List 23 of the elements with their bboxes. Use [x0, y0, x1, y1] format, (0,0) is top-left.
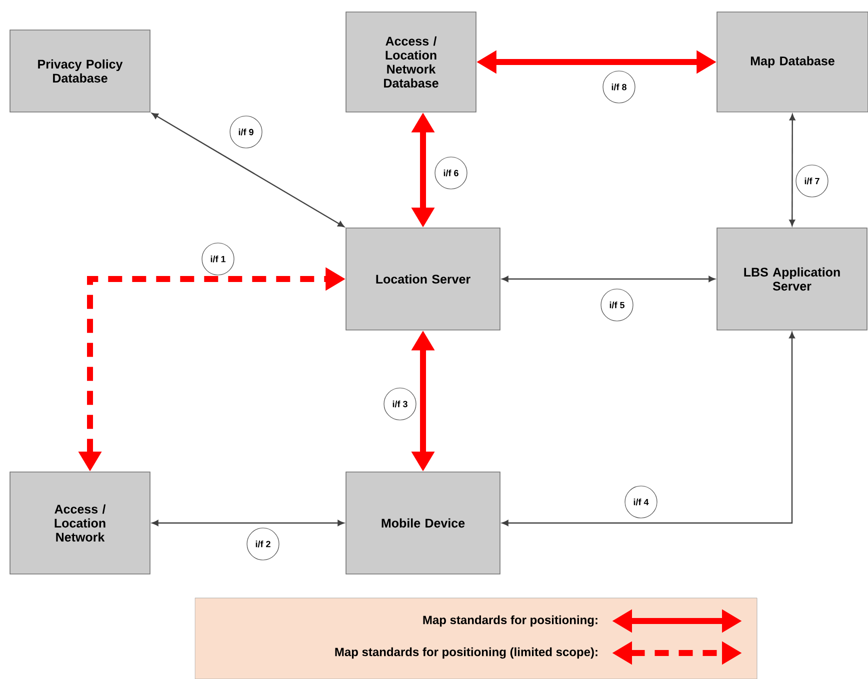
- arrow: [152, 112, 344, 228]
- edge-label: i/f 8: [602, 70, 636, 104]
- process-box: Access / Location Network Database: [346, 12, 476, 112]
- arrow: [152, 520, 344, 526]
- legend-text: Map standards for positioning:: [423, 615, 598, 627]
- edge-label: i/f 1: [202, 242, 234, 276]
- process-box: Map Database: [716, 12, 868, 112]
- process-box: Location Server: [346, 228, 500, 330]
- edge-label: i/f 9: [230, 116, 262, 148]
- edge-label: i/f 3: [384, 388, 416, 420]
- edge-label: i/f 7: [796, 164, 828, 198]
- legend-text: Map standards for positioning (limited scope):: [335, 647, 598, 659]
- arrow: [502, 276, 716, 282]
- process-box: Privacy Policy Database: [10, 30, 150, 112]
- arrow: [789, 114, 796, 226]
- process-box: Mobile Device: [346, 472, 500, 574]
- process-box: Access / Location Network: [10, 472, 150, 574]
- arrow: [502, 332, 795, 526]
- process-box: LBS Application Server: [716, 228, 868, 330]
- edge-label: i/f 4: [624, 486, 658, 518]
- edge-label: i/f 2: [246, 528, 280, 560]
- edge-label: i/f 6: [434, 156, 468, 190]
- edge-label: i/f 5: [600, 288, 634, 322]
